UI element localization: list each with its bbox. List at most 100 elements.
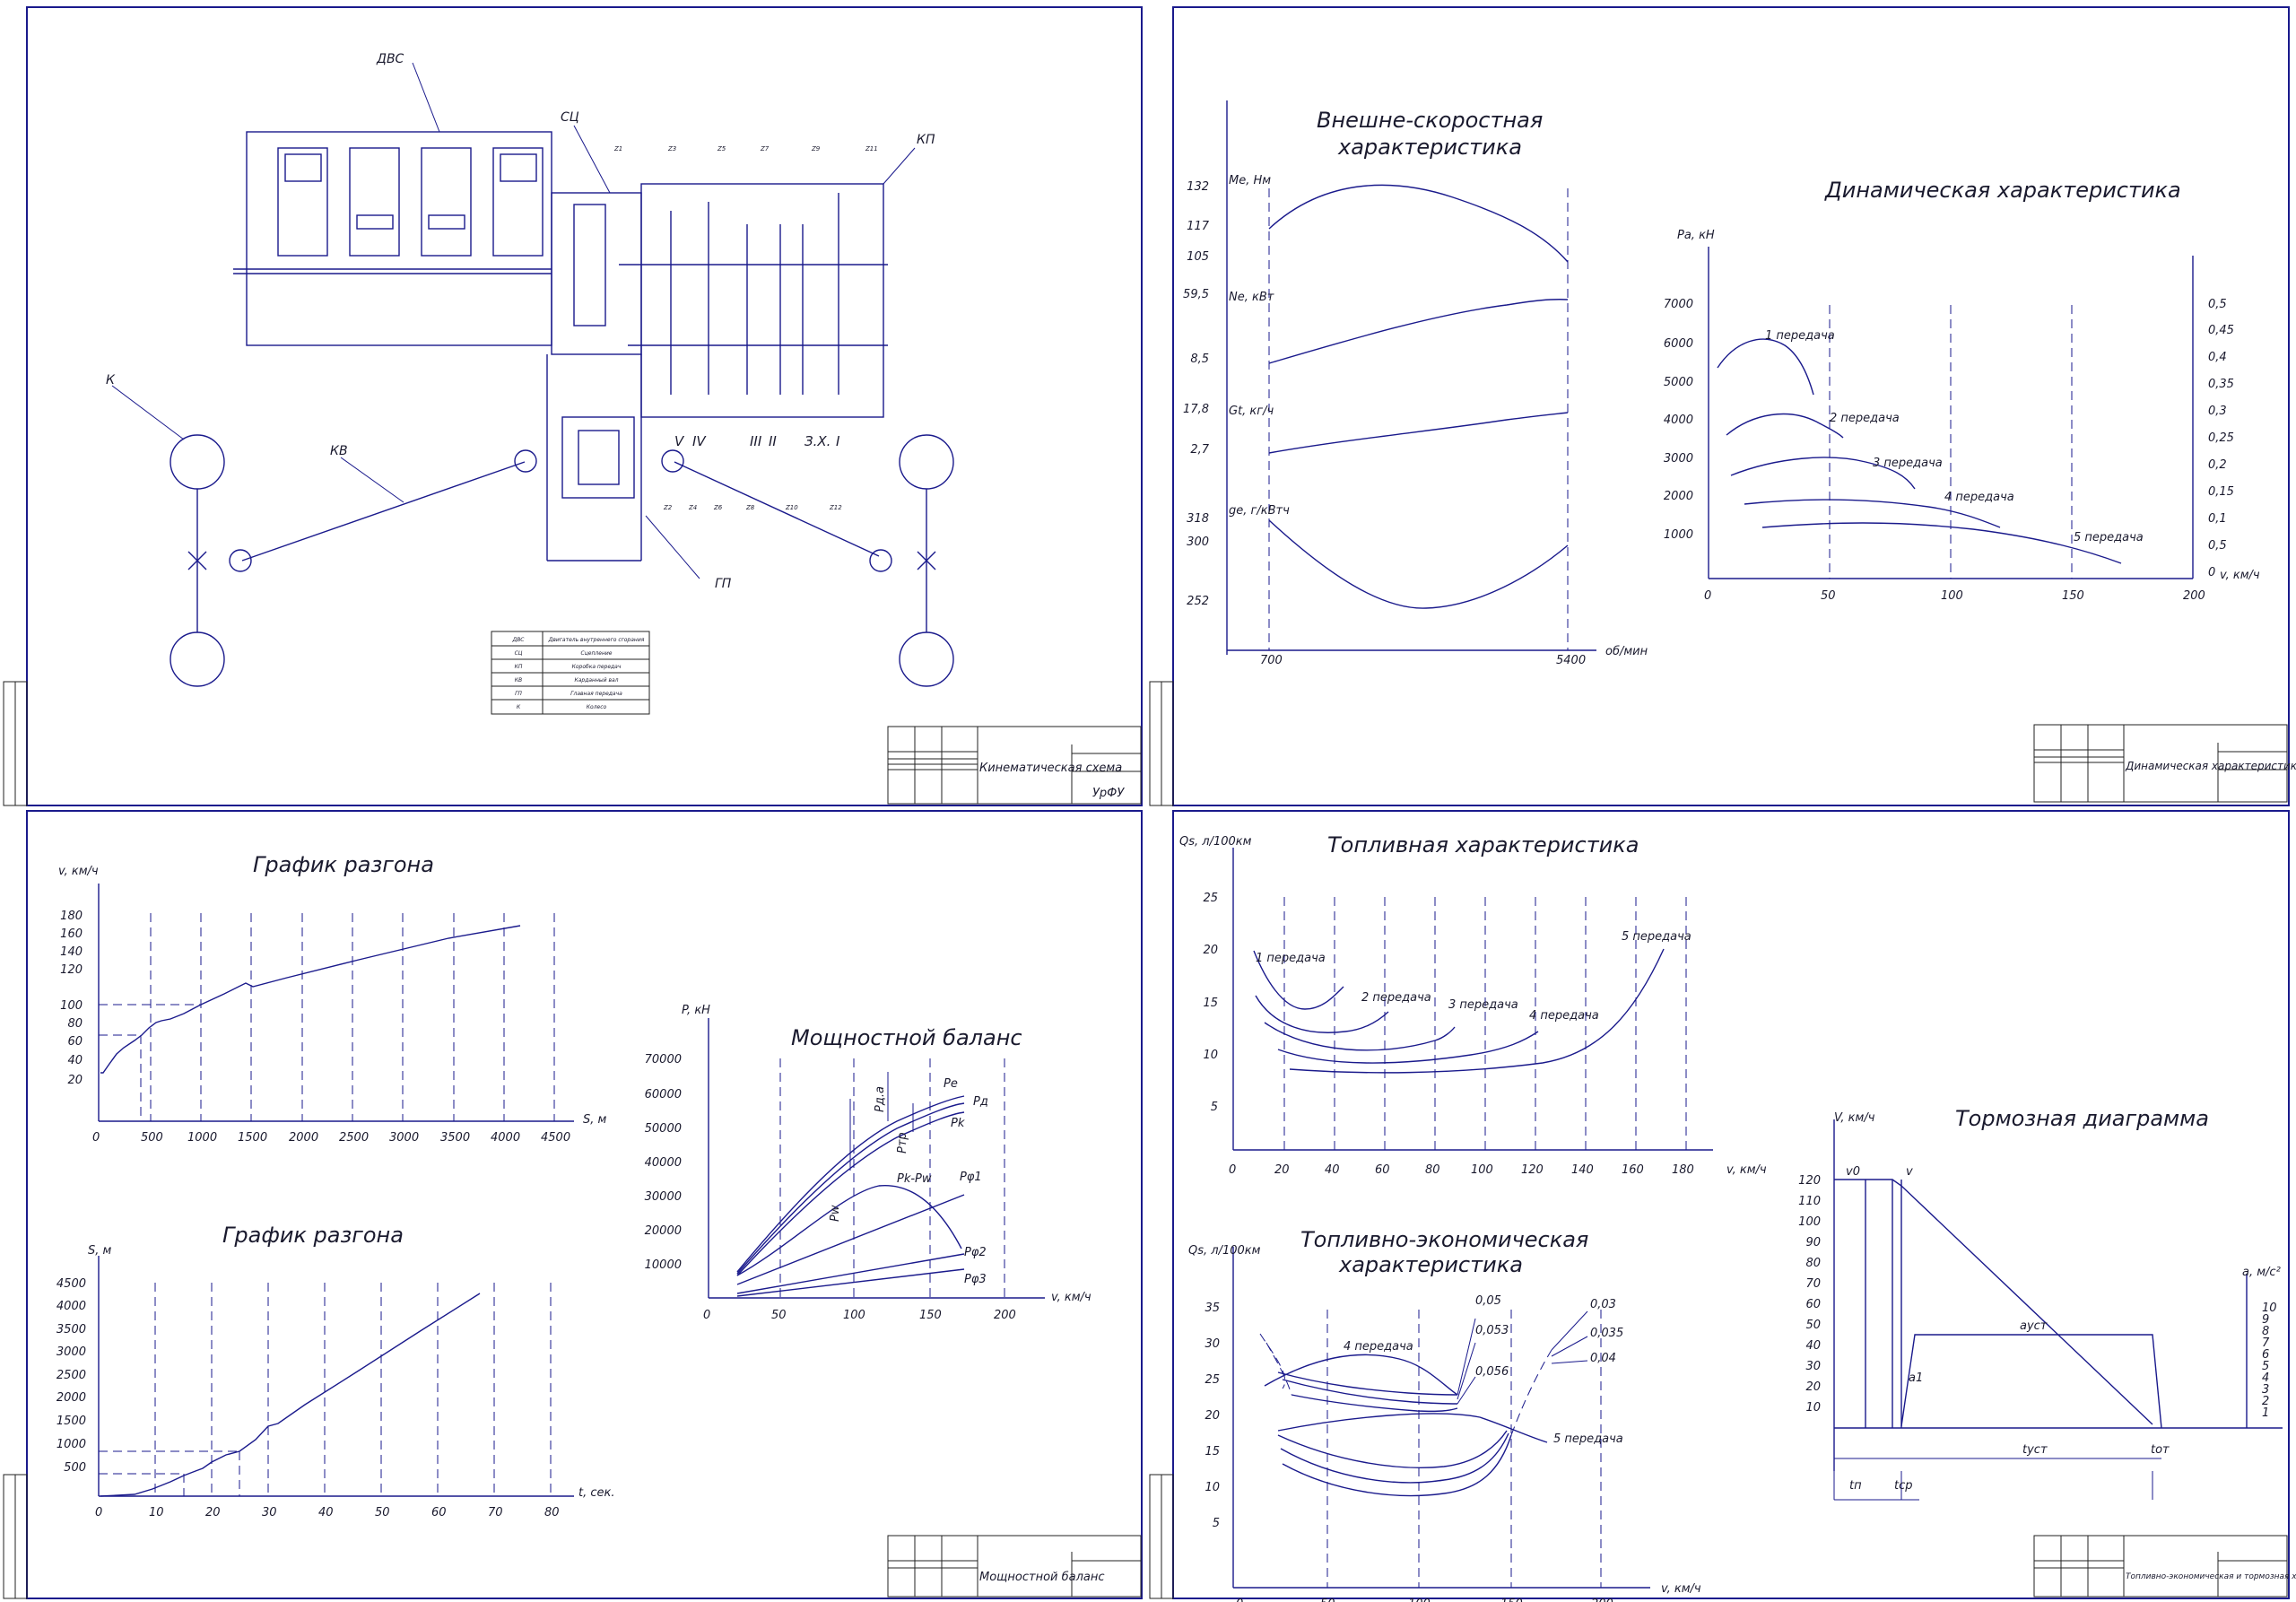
title-block-4-name: Топливно-экономическая и тормозная харак… — [2126, 1572, 2296, 1581]
dyn-gear-label: 1 передача — [1765, 329, 1835, 343]
power-xtick: 100 — [843, 1309, 865, 1322]
label-engine: ДВС — [376, 52, 404, 66]
brake-rtick: 9 — [2262, 1313, 2269, 1327]
power-ytick: 20000 — [645, 1224, 682, 1238]
legend-desc: Двигатель внутреннего сгорания — [548, 637, 645, 643]
brake-rtick: 6 — [2262, 1348, 2269, 1362]
fuel-ylabel: Qs, л/100км — [1179, 835, 1252, 849]
power-xtick: 0 — [703, 1309, 710, 1322]
gear-z2: Z2 — [663, 504, 673, 511]
fuel-ytick: 5 — [1211, 1101, 1218, 1114]
eco-ytick: 10 — [1205, 1481, 1220, 1494]
accel1-ytick: 80 — [67, 1017, 83, 1031]
title-block-1: Кинематическая схема УрФУ — [887, 726, 1142, 805]
label-wheel: К — [106, 373, 116, 387]
fuel-ytick: 15 — [1203, 997, 1218, 1010]
title-block-3-name: Мощностной баланс — [979, 1571, 1105, 1584]
eco-label-psi: 0,056 — [1475, 1365, 1509, 1379]
dyn-ytick: 6000 — [1664, 337, 1693, 351]
external-speed-chart: Внешне-скоростная характеристика Me, Нм … — [1183, 100, 1648, 667]
brake-ylabel: V, км/ч — [1834, 1111, 1875, 1125]
accel2-ytick: 1000 — [57, 1438, 86, 1451]
legend-code: КВ — [515, 677, 522, 683]
eco-ytick: 25 — [1205, 1373, 1220, 1387]
gear-mark-5: V — [674, 433, 685, 449]
gear-z9: Z9 — [811, 145, 821, 152]
eco-label-gear5: 5 передача — [1553, 1432, 1623, 1446]
dyn-ytick: 5000 — [1664, 376, 1693, 389]
brake-ytick: 90 — [1805, 1236, 1821, 1249]
legend-desc: Главная передача — [570, 691, 622, 697]
accel1-ytick: 180 — [60, 910, 83, 923]
power-ytick: 60000 — [645, 1088, 682, 1101]
legend-desc: Колесо — [587, 704, 607, 710]
gear-mark-4: IV — [692, 433, 707, 449]
fuel-xtick: 100 — [1471, 1163, 1493, 1177]
accel1-xtick: 0 — [92, 1131, 100, 1145]
fuel-xtick: 180 — [1672, 1163, 1694, 1177]
brake-rtick: 4 — [2262, 1371, 2269, 1385]
ext-xtick: 5400 — [1556, 654, 1586, 667]
power-label-pda: Pд.а — [874, 1086, 887, 1112]
dyn-rtick: 0,5 — [2208, 298, 2227, 311]
gear-z1: Z1 — [613, 145, 622, 152]
power-label-pkpw: Pk-Pw — [897, 1172, 932, 1186]
brake-rlabel: a, м/с² — [2242, 1266, 2281, 1279]
power-xunit: v, км/ч — [1051, 1291, 1091, 1304]
eco-ytick: 15 — [1205, 1445, 1220, 1458]
ext-ytick: 300 — [1187, 535, 1209, 549]
fuel-xtick: 20 — [1274, 1163, 1290, 1177]
legend-desc: Сцепление — [581, 650, 613, 657]
power-label-pd: Pд — [973, 1095, 988, 1109]
ext-title-1: Внешне-скоростная — [1317, 108, 1543, 133]
legend-code: КП — [515, 664, 523, 670]
accel2-xtick: 50 — [375, 1506, 390, 1519]
dyn-rtick: 0,25 — [2208, 431, 2234, 445]
eco-label-psi: 0,035 — [1590, 1327, 1623, 1340]
brake-mark-tsr: tср — [1894, 1479, 1913, 1493]
legend-code: ДВС — [512, 637, 526, 643]
dyn-ytick: 7000 — [1664, 298, 1693, 311]
ext-xunit: об/мин — [1605, 645, 1648, 658]
accel2-ytick: 4000 — [57, 1300, 86, 1313]
eco-xtick: 0 — [1236, 1598, 1243, 1602]
eco-xtick: 200 — [1591, 1598, 1613, 1602]
wheel-left-rear — [170, 631, 225, 687]
power-xtick: 200 — [994, 1309, 1016, 1322]
accel2-xtick: 30 — [262, 1506, 277, 1519]
label-clutch: СЦ — [561, 110, 579, 125]
eco-ytick: 30 — [1205, 1337, 1220, 1351]
power-xtick: 150 — [919, 1309, 942, 1322]
ext-ytick: 252 — [1187, 595, 1209, 608]
fuel-gear-label: 4 передача — [1529, 1009, 1599, 1023]
legend-desc: Коробка передач — [572, 664, 622, 670]
ext-ytick: 2,7 — [1190, 443, 1209, 457]
fuel-title: Топливная характеристика — [1327, 832, 1639, 858]
power-ytick: 70000 — [645, 1053, 682, 1067]
brake-mark-aust: aуст — [2020, 1319, 2048, 1333]
gear-z7: Z7 — [760, 145, 770, 152]
fuel-gear-label: 1 передача — [1256, 952, 1326, 965]
accel2-ytick: 500 — [64, 1461, 86, 1475]
fuel-ytick: 20 — [1203, 944, 1218, 957]
accel2-ytick: 1500 — [57, 1415, 86, 1428]
gear-shafts — [670, 193, 839, 395]
ext-ytick: 59,5 — [1183, 288, 1209, 301]
accel1-xtick: 2500 — [339, 1131, 369, 1145]
dyn-ytick: 3000 — [1664, 452, 1693, 466]
accel2-xunit: t, сек. — [578, 1486, 615, 1500]
dyn-gear-label: 4 передача — [1944, 491, 2014, 504]
power-balance-chart: Мощностной баланс P, кН 70000 60000 5000… — [645, 1004, 1091, 1322]
eco-ylabel: Qs, л/100км — [1188, 1244, 1261, 1258]
brake-ytick: 120 — [1798, 1174, 1821, 1188]
dyn-rtick: 0,45 — [2208, 324, 2234, 337]
brake-mark-tot: tот — [2151, 1443, 2170, 1457]
label-shaft: КВ — [330, 444, 348, 458]
accel1-xtick: 3000 — [389, 1131, 419, 1145]
fuel-ytick: 25 — [1203, 892, 1218, 905]
accel2-ylabel: S, м — [88, 1244, 112, 1258]
accel1-ytick: 160 — [60, 927, 83, 941]
ext-ylabel-gt: Gt, кг/ч — [1229, 405, 1274, 418]
dyn-ytick: 2000 — [1664, 490, 1693, 503]
fuel-gear-label: 2 передача — [1361, 991, 1431, 1005]
